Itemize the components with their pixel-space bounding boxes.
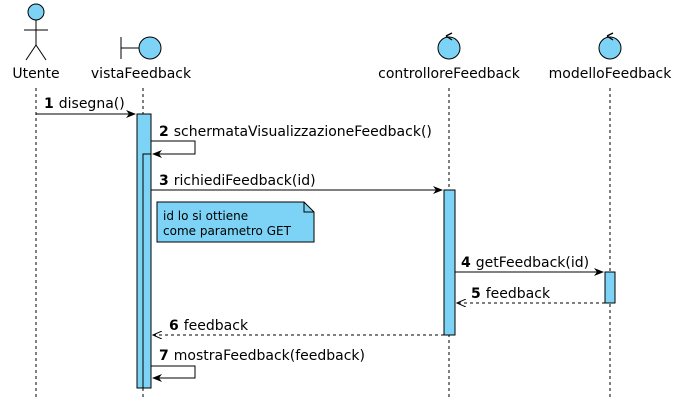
control-icon [437,32,461,60]
message-number: 4 [461,255,471,271]
message-label: richiediFeedback(id) [174,173,316,189]
message-6: 6 feedback [153,318,444,335]
message-2: 2 schermataVisualizzazioneFeedback() [151,124,432,158]
message-label: getFeedback(id) [476,255,589,271]
message-label: feedback [184,318,249,334]
message-label: schermataVisualizzazioneFeedback() [174,124,432,140]
note-line-1: id lo si ottiene [163,209,248,223]
message-number: 2 [159,124,169,140]
boundary-icon [120,36,162,60]
message-number: 3 [159,173,169,189]
message-3: 3 richiediFeedback(id) [151,173,443,194]
note-line-2: come parametro GET [163,224,292,238]
participant-label-utente: Utente [12,66,59,82]
message-4: 4 getFeedback(id) [455,255,604,276]
control-icon [598,32,622,60]
message-number: 5 [471,286,481,302]
message-5: 5 feedback [457,286,605,303]
participant-label-modello: modelloFeedback [549,66,673,82]
participant-label-controllore: controlloreFeedback [378,66,521,82]
note: id lo si ottiene come parametro GET [156,201,315,243]
message-label: disegna() [59,96,125,112]
participant-modello: modelloFeedback [549,32,673,82]
activation-modello [604,271,616,304]
message-label: mostraFeedback(feedback) [174,348,365,364]
message-7: 7 mostraFeedback(feedback) [151,348,365,382]
activation-vista-inner [142,153,152,389]
participant-label-vista: vistaFeedback [91,66,192,82]
message-number: 6 [169,318,179,334]
participant-utente: Utente [12,3,60,82]
activation-controllore [443,189,456,336]
message-number: 1 [44,96,54,112]
message-label: feedback [486,286,551,302]
participant-vista: vistaFeedback [91,36,192,82]
actor-icon [24,3,48,61]
participant-controllore: controlloreFeedback [378,32,521,82]
message-number: 7 [159,348,169,364]
message-1: 1 disegna() [36,96,136,118]
